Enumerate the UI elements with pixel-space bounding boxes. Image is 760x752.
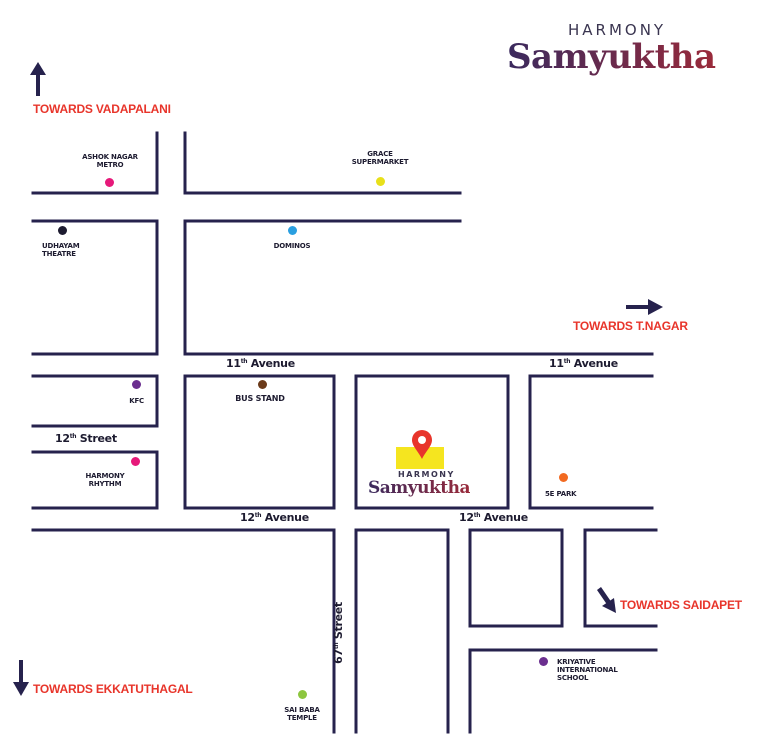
project-label-top: HARMONY bbox=[398, 470, 455, 479]
road-segment bbox=[583, 528, 658, 628]
landmark-dot bbox=[258, 380, 267, 389]
arrow-down-icon bbox=[13, 660, 29, 696]
landmark-dot bbox=[58, 226, 67, 235]
project-highlight bbox=[396, 447, 444, 469]
arrow-right-icon bbox=[626, 299, 663, 315]
logo-top-text: HARMONY bbox=[568, 21, 667, 39]
direction-east-label: TOWARDS T.NAGAR bbox=[573, 319, 688, 333]
road-segment bbox=[183, 374, 336, 510]
road-segment bbox=[31, 131, 159, 195]
project-marker bbox=[396, 430, 444, 469]
landmark-ashok-nagar-metro: ASHOK NAGAR METRO bbox=[82, 153, 138, 169]
landmark-dot bbox=[131, 457, 140, 466]
landmark-dot bbox=[539, 657, 548, 666]
arrow-down-right-icon bbox=[597, 587, 616, 613]
landmark-dot bbox=[132, 380, 141, 389]
landmark-kfc: KFC bbox=[129, 397, 144, 405]
road-segment bbox=[354, 528, 450, 734]
landmark-sai-baba-temple: SAI BABA TEMPLE bbox=[284, 706, 320, 722]
direction-south-label: TOWARDS EKKATUTHAGAL bbox=[33, 682, 193, 696]
street-label-11th-avenue: 11th Avenue bbox=[226, 357, 295, 370]
location-pin-icon bbox=[412, 430, 432, 459]
road-segment bbox=[31, 374, 159, 428]
landmark-dot bbox=[105, 178, 114, 187]
road-segment bbox=[31, 219, 159, 356]
road-segment bbox=[31, 528, 336, 734]
road-segment bbox=[183, 219, 654, 356]
street-label-12th-avenue: 12th Avenue bbox=[459, 511, 528, 524]
direction-north-label: TOWARDS VADAPALANI bbox=[33, 102, 171, 116]
landmark-5e-park: 5E PARK bbox=[545, 490, 577, 498]
road-segment bbox=[354, 374, 510, 510]
landmark-dot bbox=[376, 177, 385, 186]
landmark-grace-supermarket: GRACE SUPERMARKET bbox=[351, 150, 409, 166]
landmark-dot bbox=[288, 226, 297, 235]
road-segment bbox=[183, 131, 462, 195]
street-label-12th-street: 12th Street bbox=[55, 432, 117, 445]
road-lines bbox=[31, 131, 658, 734]
project-label-bottom: Samyuktha bbox=[368, 478, 471, 498]
street-label-12th-avenue: 12th Avenue bbox=[240, 511, 309, 524]
landmark-dot bbox=[298, 690, 307, 699]
landmark-udhayam-theatre: UDHAYAM THEATRE bbox=[42, 242, 80, 258]
landmark-dot bbox=[559, 473, 568, 482]
road-segment bbox=[528, 374, 654, 510]
landmark-bus-stand: BUS STAND bbox=[235, 394, 285, 403]
landmark-harmony-rhythm: HARMONY RHYTHM bbox=[85, 472, 125, 488]
road-segment bbox=[468, 528, 564, 628]
landmark-kriyative-international-school: KRIYATIVE INTERNATIONAL SCHOOL bbox=[557, 658, 618, 682]
street-label-11th-avenue: 11th Avenue bbox=[549, 357, 618, 370]
arrow-up-icon bbox=[30, 62, 46, 96]
street-label-67th-street: 67th Street bbox=[331, 602, 345, 664]
direction-southeast-label: TOWARDS SAIDAPET bbox=[620, 598, 742, 612]
landmark-dominos: DOMINOS bbox=[273, 242, 311, 250]
logo-bottom-text: Samyuktha bbox=[507, 37, 716, 77]
road-segment bbox=[31, 450, 159, 510]
road-segment bbox=[468, 648, 658, 734]
